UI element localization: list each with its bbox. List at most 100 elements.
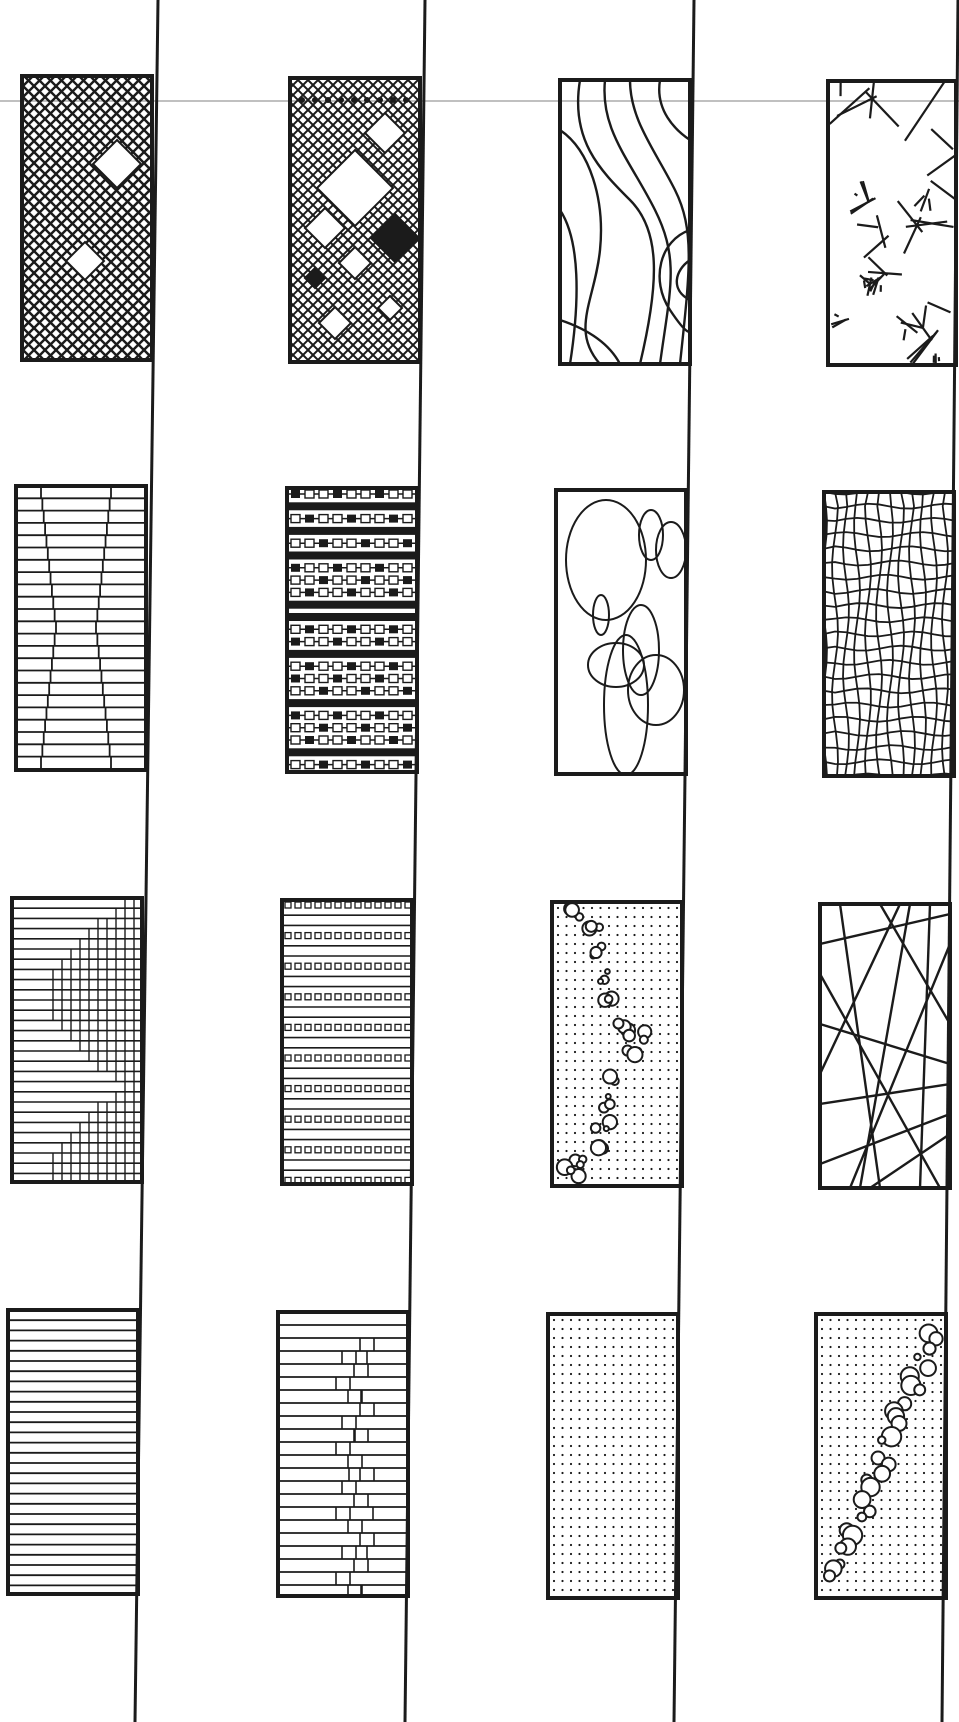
pattern-dot	[557, 952, 559, 954]
pattern-dot	[553, 1553, 555, 1555]
pattern-dot	[672, 1337, 674, 1339]
pattern-dot	[676, 1150, 678, 1152]
pattern-cell	[291, 588, 300, 596]
pattern-dot	[403, 97, 409, 103]
pattern-dot	[829, 1328, 831, 1330]
pattern-dot	[612, 1445, 614, 1447]
pattern-dot	[599, 916, 601, 918]
pattern-dot	[595, 1427, 597, 1429]
pattern-dot	[838, 1472, 840, 1474]
pattern-dot	[582, 1060, 584, 1062]
pattern-dot	[880, 1382, 882, 1384]
pattern-dot	[663, 1526, 665, 1528]
pattern-dot	[616, 1015, 618, 1017]
pattern-dot	[608, 1168, 610, 1170]
pattern-cell	[361, 539, 370, 547]
pattern-cell	[355, 933, 361, 939]
pattern-circle	[605, 995, 613, 1003]
pattern-dot	[578, 1418, 580, 1420]
pattern-dot	[897, 1481, 899, 1483]
pattern-dot	[642, 1078, 644, 1080]
pattern-dot	[561, 1580, 563, 1582]
pattern-cell	[319, 515, 328, 523]
pattern-dot	[940, 1454, 942, 1456]
pattern-cell	[285, 1116, 291, 1122]
pattern-dot	[565, 970, 567, 972]
pattern-dot	[642, 925, 644, 927]
pattern-dot	[629, 1535, 631, 1537]
pattern-dot	[616, 970, 618, 972]
pattern-dot	[638, 1508, 640, 1510]
pattern-dot	[608, 1033, 610, 1035]
pattern-cell	[355, 963, 361, 969]
pattern-cell	[389, 564, 398, 572]
pattern-dot	[880, 1418, 882, 1420]
pattern-dot	[659, 916, 661, 918]
pattern-dot	[570, 1355, 572, 1357]
pattern-dot	[616, 916, 618, 918]
pattern-dot	[646, 1589, 648, 1591]
pattern-cell	[305, 1055, 311, 1061]
pattern-cell	[315, 902, 321, 908]
pattern-dot	[587, 1454, 589, 1456]
pattern-dot	[676, 1060, 678, 1062]
pattern-dot	[629, 1427, 631, 1429]
pattern-dot	[587, 1391, 589, 1393]
pattern-cell	[403, 675, 412, 683]
pattern-dot	[553, 1589, 555, 1591]
pattern-dot	[650, 1096, 652, 1098]
pattern-dot	[565, 1123, 567, 1125]
pattern-dot	[574, 1096, 576, 1098]
pattern-dot	[633, 961, 635, 963]
pattern-dot	[672, 1418, 674, 1420]
pattern-cell	[403, 711, 412, 719]
pattern-cell	[361, 662, 370, 670]
pattern-dot	[616, 1087, 618, 1089]
pattern-dot	[604, 1328, 606, 1330]
pattern-cell	[385, 1024, 391, 1030]
pattern-dot	[364, 97, 370, 103]
pattern-dot	[570, 1418, 572, 1420]
pattern-cell	[375, 1055, 381, 1061]
pattern-dot	[663, 1445, 665, 1447]
pattern-r2c3	[566, 500, 686, 775]
pattern-dot	[565, 1177, 567, 1179]
pattern-dot	[889, 1391, 891, 1393]
pattern-dot	[655, 1436, 657, 1438]
pattern-cell	[315, 1055, 321, 1061]
pattern-cell	[347, 515, 356, 523]
pattern-dot	[616, 1114, 618, 1116]
pattern-dot	[642, 943, 644, 945]
pattern-dot	[633, 907, 635, 909]
pattern-dot	[646, 1454, 648, 1456]
pattern-cell	[365, 902, 371, 908]
pattern-dot	[638, 1391, 640, 1393]
pattern-dot	[872, 1445, 874, 1447]
pattern-dot	[880, 1571, 882, 1573]
pattern-dot	[621, 1544, 623, 1546]
pattern-cell	[305, 662, 314, 670]
pattern-dot	[906, 1454, 908, 1456]
pattern-dot	[578, 1400, 580, 1402]
pattern-dot	[897, 1580, 899, 1582]
pattern-dot	[838, 1409, 840, 1411]
pattern-dot	[604, 1364, 606, 1366]
pattern-dot	[863, 1391, 865, 1393]
pattern-dot	[855, 1418, 857, 1420]
pattern-dot	[595, 1337, 597, 1339]
pattern-dot	[650, 1051, 652, 1053]
pattern-dot	[880, 1328, 882, 1330]
pattern-cell	[361, 687, 370, 695]
pattern-dot	[846, 1382, 848, 1384]
pattern-cell	[305, 711, 314, 719]
pattern-dot	[646, 1535, 648, 1537]
pattern-cell	[305, 736, 314, 744]
pattern-dot	[659, 1078, 661, 1080]
pattern-dot	[578, 1499, 580, 1501]
pattern-dot	[838, 1400, 840, 1402]
pattern-dot	[655, 1445, 657, 1447]
pattern-dot	[914, 1337, 916, 1339]
pattern-dot	[940, 1553, 942, 1555]
pattern-cell	[347, 490, 356, 498]
pattern-line	[431, 76, 715, 360]
